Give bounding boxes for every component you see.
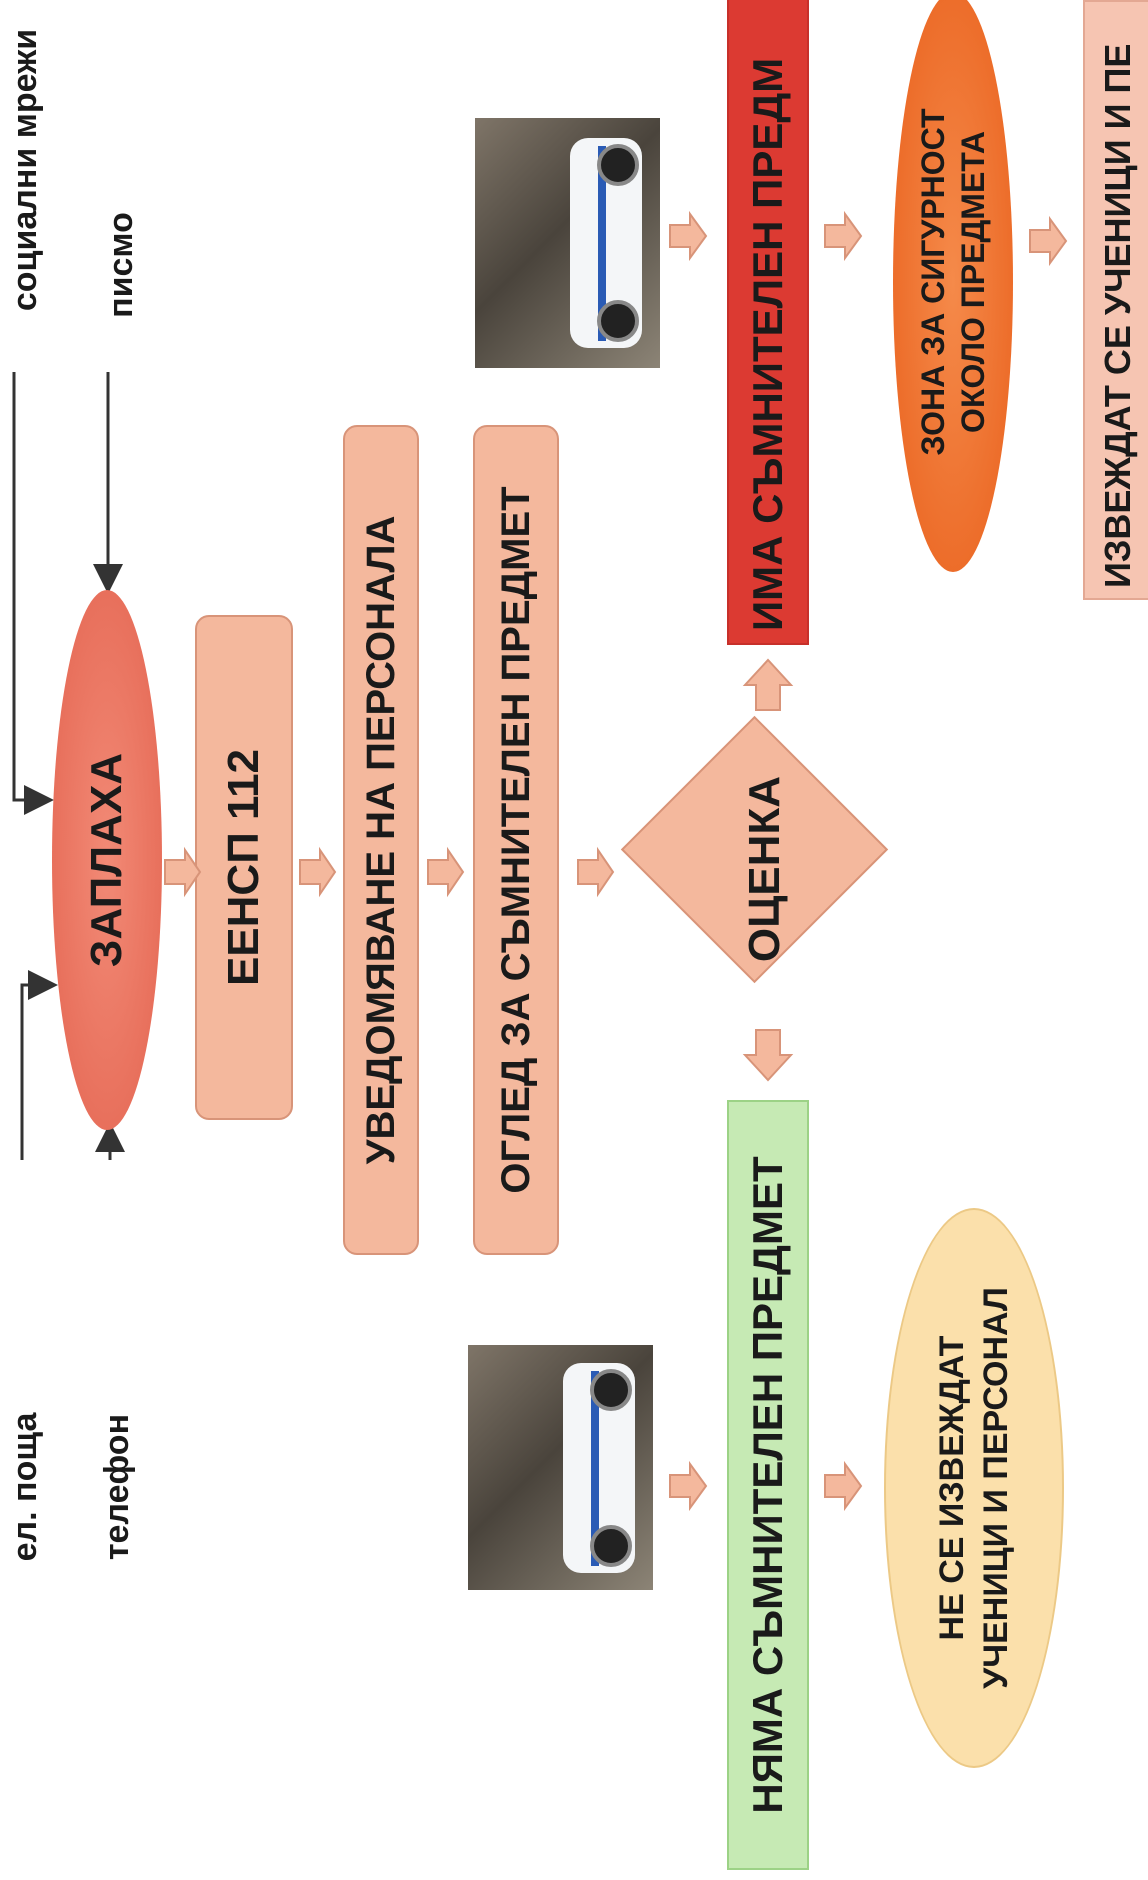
arrow-photo-bottom <box>669 1460 708 1512</box>
police-car-stripe <box>598 146 606 341</box>
arrow-has-to-zone <box>824 210 863 262</box>
has-suspicious-item-label: ИМА СЪМНИТЕЛЕН ПРЕДМ <box>744 57 791 631</box>
email-connector <box>20 970 58 1160</box>
arrow-assess-down <box>742 1029 794 1082</box>
arrow-photo-top <box>669 210 708 262</box>
arrow-notify-to-inspect <box>427 846 465 898</box>
evacuation-label: ИЗВЕЖДАТ СЕ УЧЕНИЦИ И ПЕ <box>1097 43 1138 588</box>
assessment-label: ОЦЕНКА <box>740 775 789 963</box>
police-car-stripe <box>591 1371 599 1566</box>
police-car-wheel-front <box>590 1369 632 1411</box>
arrow-assess-up <box>742 658 794 711</box>
security-zone-ellipse: ЗОНА ЗА СИГУРНОСТ ОКОЛО ПРЕДМЕТА <box>893 0 1013 572</box>
arrow-threat-to-112 <box>164 846 202 898</box>
no-evacuation-line1: НЕ СЕ ИЗВЕЖДАТ <box>932 1335 971 1641</box>
no-suspicious-item-bar: НЯМА СЪМНИТЕЛЕН ПРЕДМЕТ <box>727 1100 809 1870</box>
no-evacuation-ellipse: НЕ СЕ ИЗВЕЖДАТ УЧЕНИЦИ И ПЕРСОНАЛ <box>884 1208 1064 1768</box>
arrow-inspect-to-assess <box>577 846 615 898</box>
arrow-no-to-noevac <box>824 1460 863 1512</box>
no-evacuation-line2: УЧЕНИЦИ И ПЕРСОНАЛ <box>977 1287 1015 1689</box>
police-car-wheel-rear <box>597 300 639 342</box>
police-car-photo-bottom <box>468 1345 653 1590</box>
arrow-112-to-notify <box>299 846 337 898</box>
has-suspicious-item-bar: ИМА СЪМНИТЕЛЕН ПРЕДМ <box>727 0 809 645</box>
police-car-photo-top <box>475 118 660 368</box>
police-car-wheel-front <box>597 144 639 186</box>
social-connector <box>12 372 54 815</box>
no-suspicious-item-label: НЯМА СЪМНИТЕЛЕН ПРЕДМЕТ <box>744 1156 791 1814</box>
evacuation-bar: ИЗВЕЖДАТ СЕ УЧЕНИЦИ И ПЕ <box>1083 0 1148 600</box>
police-car-wheel-rear <box>590 1525 632 1567</box>
security-zone-line1: ЗОНА ЗА СИГУРНОСТ <box>915 108 951 456</box>
arrow-zone-to-evac <box>1029 215 1068 267</box>
security-zone-line2: ОКОЛО ПРЕДМЕТА <box>955 131 991 433</box>
